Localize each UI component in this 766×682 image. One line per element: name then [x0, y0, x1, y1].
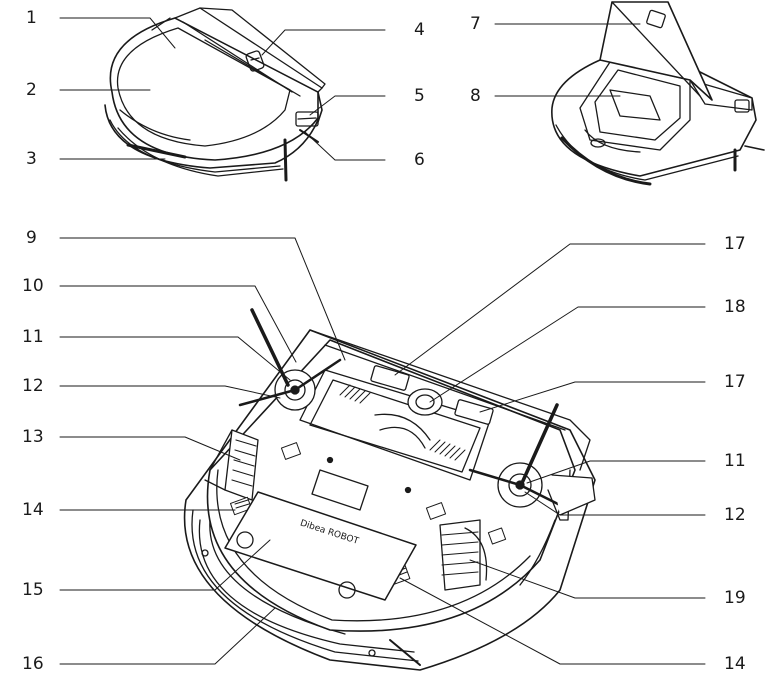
callout-8: 8 [470, 86, 481, 106]
lid-open-robot [551, 1, 765, 186]
callout-1: 1 [26, 8, 37, 28]
callout-4: 4 [414, 20, 425, 40]
callout-5: 5 [414, 86, 425, 106]
callout-11-right: 11 [724, 451, 746, 471]
callout-13: 13 [22, 427, 44, 447]
callout-12-left: 12 [22, 376, 44, 396]
callout-14-left: 14 [22, 500, 44, 520]
callout-11-left: 11 [22, 327, 44, 347]
callout-15: 15 [22, 580, 44, 600]
bottom-view-robot: Dibea ROBOT [183, 308, 596, 671]
callout-10: 10 [22, 276, 44, 296]
callout-2: 2 [26, 80, 37, 100]
callout-12-right: 12 [724, 505, 746, 525]
callout-7: 7 [470, 14, 481, 34]
callout-19: 19 [724, 588, 746, 608]
callout-9: 9 [26, 228, 37, 248]
leader-lines [59, 17, 706, 665]
callout-6: 6 [414, 150, 425, 170]
callout-17-middle: 17 [724, 372, 746, 392]
top-view-robot [104, 7, 326, 182]
callout-3: 3 [26, 149, 37, 169]
callout-16: 16 [22, 654, 44, 674]
callout-17-top: 17 [724, 234, 746, 254]
callout-14-right: 14 [724, 654, 746, 674]
callout-18: 18 [724, 297, 746, 317]
